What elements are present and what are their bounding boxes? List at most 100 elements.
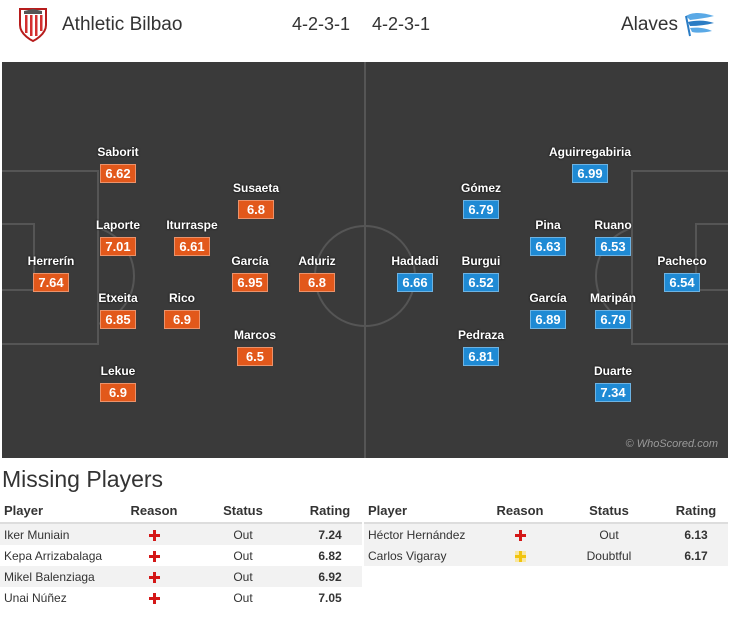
table-row: Carlos Vigaray Doubtful 6.17 — [364, 545, 728, 566]
player-name: Susaeta — [232, 181, 280, 195]
player-rating: 6.52 — [463, 273, 499, 292]
away-player-burgui[interactable]: Burgui 6.52 — [441, 254, 521, 292]
missing-status: Out — [554, 523, 664, 545]
player-rating: 6.8 — [299, 273, 335, 292]
col-rating[interactable]: Rating — [664, 498, 728, 524]
missing-status: Out — [233, 590, 253, 605]
away-player-garcia[interactable]: García 6.89 — [508, 291, 588, 329]
missing-player-name[interactable]: Mikel Balenziaga — [0, 566, 120, 587]
home-player-herrerin[interactable]: Herrerín 7.64 — [11, 254, 91, 292]
away-player-maripan[interactable]: Maripán 6.79 — [573, 291, 653, 329]
player-name: Pedraza — [457, 328, 505, 342]
missing-player-name[interactable]: Héctor Hernández — [364, 523, 486, 545]
missing-status: Out — [233, 548, 253, 563]
col-player[interactable]: Player — [0, 498, 120, 524]
player-rating: 7.64 — [33, 273, 69, 292]
missing-rating: 7.24 — [298, 523, 362, 545]
away-missing-table: Player Reason Status Rating Héctor Herná… — [364, 498, 728, 566]
missing-players-title: Missing Players — [2, 466, 164, 492]
player-rating: 7.34 — [595, 383, 631, 402]
injury-icon — [148, 550, 160, 562]
player-name: Aguirregabiria — [548, 145, 632, 159]
player-rating: 6.99 — [572, 164, 608, 183]
player-name: Pacheco — [657, 254, 707, 268]
player-name: Burgui — [461, 254, 501, 268]
home-player-saborit[interactable]: Saborit 6.62 — [78, 145, 158, 183]
missing-player-name[interactable]: Iker Muniain — [0, 523, 120, 545]
player-name: Lekue — [100, 364, 136, 378]
doubtful-icon — [514, 550, 526, 562]
home-player-rico[interactable]: Rico 6.9 — [142, 291, 222, 329]
missing-rating: 6.82 — [318, 548, 342, 563]
table-header-row: Player Reason Status Rating — [0, 498, 362, 524]
away-player-pacheco[interactable]: Pacheco 6.54 — [642, 254, 722, 292]
col-rating[interactable]: Rating — [298, 498, 362, 524]
injury-icon — [148, 529, 160, 541]
col-status[interactable]: Status — [188, 498, 298, 524]
player-rating: 6.8 — [238, 200, 274, 219]
player-name: García — [529, 291, 567, 305]
player-name: Aduriz — [298, 254, 336, 268]
missing-status: Out — [188, 523, 298, 545]
table-row: Mikel Balenziaga Out 6.92 — [0, 566, 362, 587]
home-player-laporte[interactable]: Laporte 7.01 — [78, 218, 158, 256]
player-rating: 6.66 — [397, 273, 433, 292]
alaves-crest-icon — [685, 13, 714, 37]
player-rating: 6.85 — [100, 310, 136, 329]
player-name: Gómez — [460, 181, 501, 195]
missing-player-name[interactable]: Carlos Vigaray — [364, 545, 486, 566]
whoscored-watermark: © WhoScored.com — [625, 438, 718, 450]
home-player-susaeta[interactable]: Susaeta 6.8 — [216, 181, 296, 219]
table-row: Unai Núñez Out 7.05 — [0, 587, 362, 608]
player-rating: 7.01 — [100, 237, 136, 256]
athletic-bilbao-crest-icon — [19, 8, 47, 43]
table-row: Kepa Arrizabalaga Out 6.82 — [0, 545, 362, 566]
away-player-aguirregabiria[interactable]: Aguirregabiria 6.99 — [535, 145, 645, 183]
home-formation: 4-2-3-1 — [292, 14, 351, 34]
home-player-aduriz[interactable]: Aduriz 6.8 — [277, 254, 357, 292]
home-player-lekue[interactable]: Lekue 6.9 — [78, 364, 158, 402]
injury-icon — [514, 529, 526, 541]
away-player-duarte[interactable]: Duarte 7.34 — [573, 364, 653, 402]
match-header: Athletic Bilbao 4-2-3-1 4-2-3-1 Alaves — [0, 0, 730, 56]
table-row: Iker Muniain Out 7.24 — [0, 523, 362, 545]
home-player-marcos[interactable]: Marcos 6.5 — [215, 328, 295, 366]
away-team-name[interactable]: Alaves — [620, 14, 678, 35]
away-player-ruano[interactable]: Ruano 6.53 — [573, 218, 653, 256]
player-name: Etxeita — [98, 291, 138, 305]
missing-rating: 6.13 — [664, 523, 728, 545]
missing-player-name[interactable]: Unai Núñez — [4, 590, 67, 605]
away-formation: 4-2-3-1 — [372, 14, 431, 34]
player-rating: 6.79 — [463, 200, 499, 219]
missing-rating: 6.17 — [664, 545, 728, 566]
missing-rating: 7.05 — [318, 590, 342, 605]
player-rating: 6.53 — [595, 237, 631, 256]
table-row: Héctor Hernández Out 6.13 — [364, 523, 728, 545]
home-team-name[interactable]: Athletic Bilbao — [62, 14, 183, 35]
table-header-row: Player Reason Status Rating — [364, 498, 728, 524]
away-player-pina[interactable]: Pina 6.63 — [508, 218, 588, 256]
home-player-garcia[interactable]: García 6.95 — [210, 254, 290, 292]
player-rating: 6.63 — [530, 237, 566, 256]
player-rating: 6.62 — [100, 164, 136, 183]
player-rating: 6.61 — [174, 237, 210, 256]
away-player-haddadi[interactable]: Haddadi 6.66 — [375, 254, 455, 292]
col-reason[interactable]: Reason — [120, 498, 188, 524]
col-player[interactable]: Player — [364, 498, 486, 524]
injury-icon — [148, 571, 160, 583]
player-name: Maripán — [589, 291, 636, 305]
away-player-gomez[interactable]: Gómez 6.79 — [441, 181, 521, 219]
col-reason[interactable]: Reason — [486, 498, 554, 524]
col-status[interactable]: Status — [554, 498, 664, 524]
missing-player-name[interactable]: Kepa Arrizabalaga — [4, 548, 103, 563]
missing-status: Out — [188, 566, 298, 587]
missing-rating: 6.92 — [298, 566, 362, 587]
player-name: Saborit — [97, 145, 139, 159]
player-rating: 6.79 — [595, 310, 631, 329]
home-player-iturraspe[interactable]: Iturraspe 6.61 — [152, 218, 232, 256]
player-rating: 6.95 — [232, 273, 268, 292]
player-rating: 6.5 — [237, 347, 273, 366]
player-name: Laporte — [95, 218, 140, 232]
home-player-etxeita[interactable]: Etxeita 6.85 — [78, 291, 158, 329]
away-player-pedraza[interactable]: Pedraza 6.81 — [441, 328, 521, 366]
